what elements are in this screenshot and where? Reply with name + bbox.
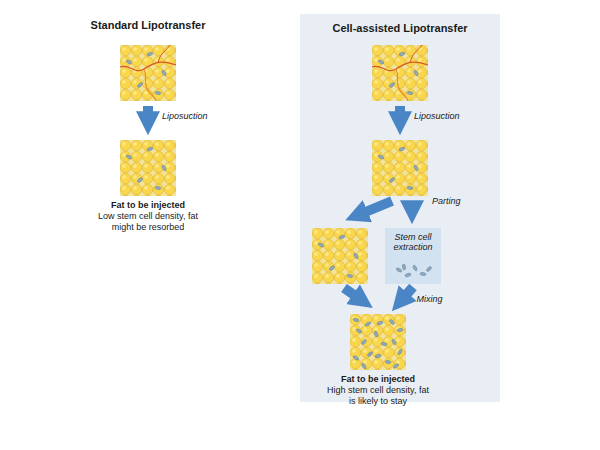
process-arrow [395, 106, 405, 116]
process-arrow [405, 287, 413, 297]
caption-body: Low stem cell density, fat might be reso… [93, 211, 203, 233]
fat-sample: Fat to be injectedLow stem cell density,… [93, 140, 203, 233]
fat-sample: Fat to be injectedHigh stem cell density… [323, 314, 433, 407]
fat-tissue [372, 45, 428, 101]
caption-body: High stem cell density, fat is likely to… [323, 385, 433, 407]
process-arrow [143, 106, 153, 116]
step-label: Parting [432, 196, 461, 206]
process-arrow [344, 288, 357, 297]
fat-tissue [312, 228, 368, 284]
caption-heading: Fat to be injected [323, 374, 433, 385]
step-label: Mixing [417, 294, 443, 304]
blood-vessels [120, 45, 176, 101]
panel-title: Cell-assisted Lipotransfer [300, 22, 500, 34]
process-band: Cell-assisted LipotransferStem cell extr… [300, 14, 500, 402]
process-arrow [407, 201, 417, 205]
caption-heading: Fat to be injected [93, 200, 203, 211]
step-label: Liposuction [162, 111, 208, 121]
fat-tissue [120, 140, 176, 196]
fat-tissue [120, 45, 176, 101]
process-box: Stem cell extraction [385, 228, 441, 284]
stem-cells [353, 318, 404, 370]
process-arrow [363, 201, 392, 213]
box-label: Stem cell extraction [388, 232, 438, 252]
panel-ground [300, 14, 500, 402]
fat-tissue [350, 314, 406, 370]
column-title: Standard Lipotransfer [91, 19, 206, 31]
blood-vessels [372, 45, 428, 101]
stem-cells [393, 264, 433, 280]
step-label: Liposuction [414, 111, 460, 121]
fat-tissue [372, 140, 428, 196]
